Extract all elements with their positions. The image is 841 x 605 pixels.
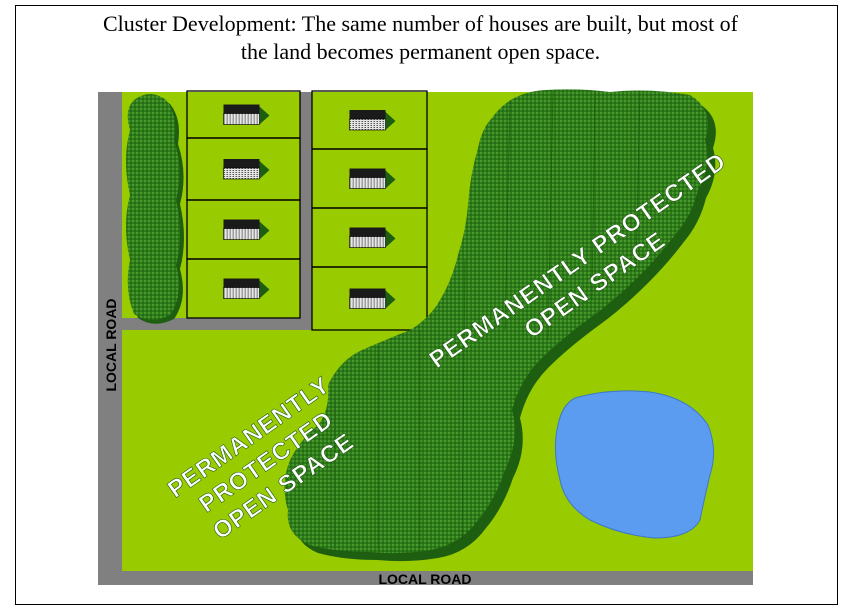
house bbox=[349, 110, 396, 131]
tree-strip bbox=[126, 94, 184, 324]
caption-line-1: Cluster Development: The same number of … bbox=[102, 11, 739, 36]
bottom-local-road bbox=[98, 571, 753, 585]
lot-4 bbox=[186, 258, 301, 319]
house bbox=[223, 219, 270, 240]
houses bbox=[223, 104, 396, 309]
pond bbox=[554, 390, 714, 539]
bottom-road-label: LOCAL ROAD bbox=[378, 571, 471, 587]
lots-left-column bbox=[186, 90, 301, 319]
interior-road-vertical bbox=[300, 92, 312, 330]
caption: Cluster Development: The same number of … bbox=[0, 10, 841, 66]
left-local-road bbox=[98, 92, 122, 582]
lot-8 bbox=[311, 266, 428, 331]
house bbox=[349, 227, 396, 248]
house bbox=[223, 159, 270, 180]
house bbox=[223, 278, 270, 299]
house bbox=[223, 104, 270, 125]
house bbox=[349, 288, 396, 309]
house bbox=[349, 168, 396, 189]
lots-right-column bbox=[311, 90, 428, 331]
caption-line-2: the land becomes permanent open space. bbox=[240, 39, 601, 64]
left-road-label: LOCAL ROAD bbox=[103, 298, 119, 391]
open-space-forest bbox=[284, 89, 716, 562]
